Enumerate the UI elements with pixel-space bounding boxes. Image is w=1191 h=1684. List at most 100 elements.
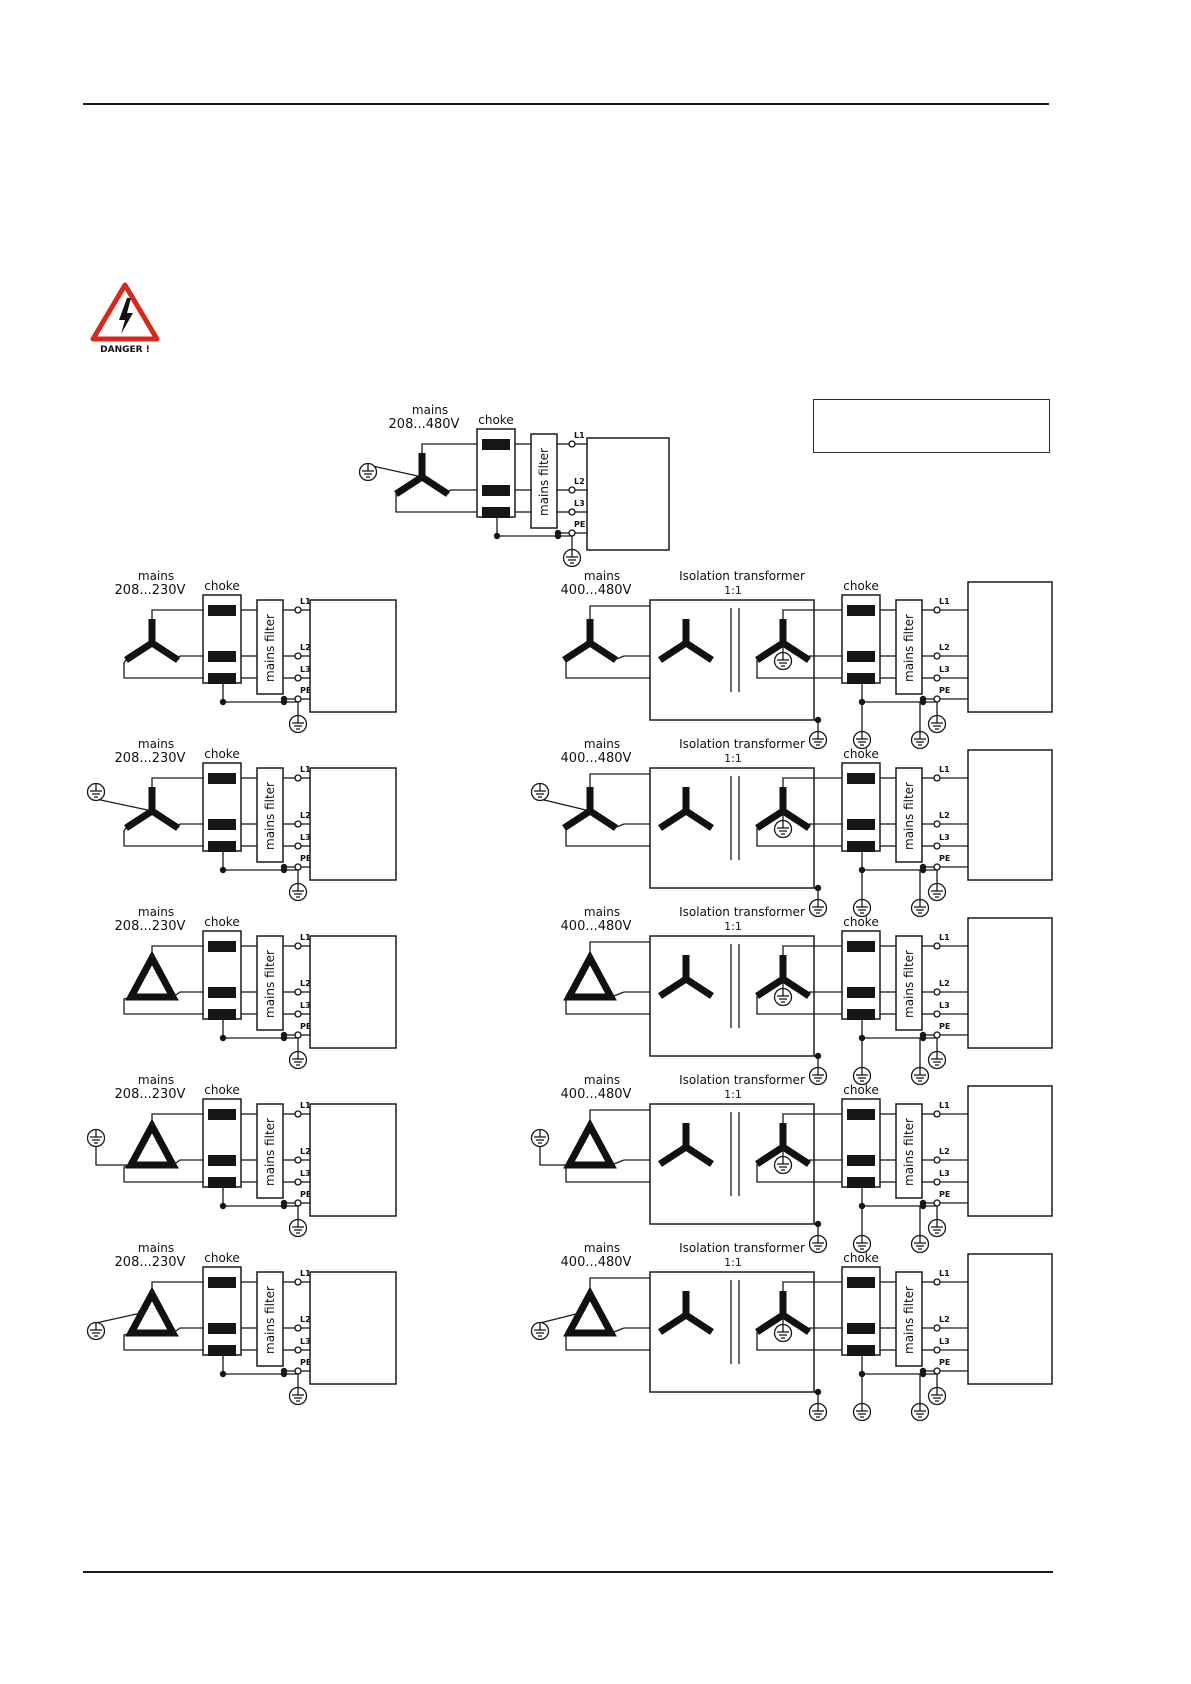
star-arm xyxy=(684,808,714,831)
terminal-PE-label: PE xyxy=(574,520,585,529)
wire xyxy=(177,823,203,829)
choke-label: choke xyxy=(843,579,878,593)
junction-dot xyxy=(919,1034,927,1042)
choke-coil xyxy=(847,673,875,684)
servo-drive-box xyxy=(309,935,397,1049)
mains-filter-label: mains filter xyxy=(263,782,277,850)
ground-icon xyxy=(530,1321,550,1341)
ground-icon xyxy=(773,1323,793,1343)
terminal-PE-label: PE xyxy=(939,686,950,695)
terminal-PE-label: PE xyxy=(300,1190,311,1199)
choke-label: choke xyxy=(843,1251,878,1265)
wire xyxy=(613,823,650,829)
mains-filter-label: mains filter xyxy=(263,1286,277,1354)
mains-label: mains xyxy=(412,403,448,417)
choke-coil xyxy=(208,673,236,684)
choke-coil xyxy=(847,1323,875,1334)
ground-icon xyxy=(927,882,947,902)
terminal xyxy=(294,863,302,871)
terminal-L2-label: L2 xyxy=(939,979,950,988)
ground-icon xyxy=(86,1128,106,1148)
mains-label: mains xyxy=(584,1241,620,1255)
terminal-PE-label: PE xyxy=(300,1022,311,1031)
choke-coil xyxy=(482,439,510,450)
terminal-PE-label: PE xyxy=(300,1358,311,1367)
choke-coil xyxy=(847,987,875,998)
mains-filter-box xyxy=(895,767,923,863)
terminal-L3-label: L3 xyxy=(300,1337,311,1346)
ground-icon xyxy=(773,987,793,1007)
choke-coil xyxy=(208,1009,236,1020)
choke-coil xyxy=(847,1009,875,1020)
wire xyxy=(782,945,842,955)
wire xyxy=(613,1159,650,1165)
junction-dot xyxy=(919,866,927,874)
ground-icon xyxy=(530,782,550,802)
mains-filter-label: mains filter xyxy=(263,950,277,1018)
mains-filter-label: mains filter xyxy=(263,1118,277,1186)
terminal-L2-label: L2 xyxy=(300,811,311,820)
terminal xyxy=(933,1367,941,1375)
ground-icon xyxy=(808,1066,828,1086)
wire xyxy=(151,1113,203,1126)
terminal-L1-label: L1 xyxy=(574,431,585,440)
wire xyxy=(172,1159,203,1166)
wire xyxy=(782,1281,842,1291)
ground-icon xyxy=(288,714,308,734)
ground-icon xyxy=(86,782,106,802)
ground-icon xyxy=(86,1321,106,1341)
star-arm xyxy=(684,1312,714,1335)
isolation-transformer-label: Isolation transformer xyxy=(679,1241,805,1255)
ground-icon xyxy=(910,730,930,750)
ratio-label: 1:1 xyxy=(724,1256,742,1269)
choke-label: choke xyxy=(204,1251,239,1265)
terminal xyxy=(933,1199,941,1207)
choke-coil xyxy=(482,507,510,518)
star-arm xyxy=(781,976,811,999)
terminal-PE-label: PE xyxy=(939,1358,950,1367)
choke-coil xyxy=(847,605,875,616)
terminal xyxy=(933,674,941,682)
voltage-label: 400...480V xyxy=(561,583,632,598)
terminal-L2-label: L2 xyxy=(300,979,311,988)
mains-filter-box xyxy=(256,599,284,695)
wire xyxy=(589,1109,650,1125)
delta-winding-icon xyxy=(563,1286,617,1337)
star-winding-icon xyxy=(658,1123,714,1167)
choke-label: choke xyxy=(204,915,239,929)
terminal-L3-label: L3 xyxy=(939,1001,950,1010)
junction-dot xyxy=(919,1202,927,1210)
mains-label: mains xyxy=(584,905,620,919)
terminal-L1-label: L1 xyxy=(939,1269,950,1278)
terminal xyxy=(933,774,941,782)
choke-coil xyxy=(208,941,236,952)
ratio-label: 1:1 xyxy=(724,752,742,765)
wire xyxy=(782,609,842,619)
wire xyxy=(123,996,203,1015)
terminal xyxy=(294,1346,302,1354)
star-winding-icon xyxy=(562,787,618,831)
mains-filter-box xyxy=(895,1271,923,1367)
wire xyxy=(565,660,650,679)
wire xyxy=(756,660,842,679)
choke-coil xyxy=(847,1277,875,1288)
ground-icon xyxy=(808,730,828,750)
terminal xyxy=(294,1010,302,1018)
wire xyxy=(172,1327,203,1334)
junction-dot xyxy=(554,532,562,540)
choke-label: choke xyxy=(843,1083,878,1097)
choke-coil xyxy=(208,1109,236,1120)
wire xyxy=(756,1164,842,1183)
terminal-L3-label: L3 xyxy=(939,1169,950,1178)
terminal-L2-label: L2 xyxy=(300,643,311,652)
junction-dot xyxy=(919,1370,927,1378)
voltage-label: 400...480V xyxy=(561,1255,632,1270)
